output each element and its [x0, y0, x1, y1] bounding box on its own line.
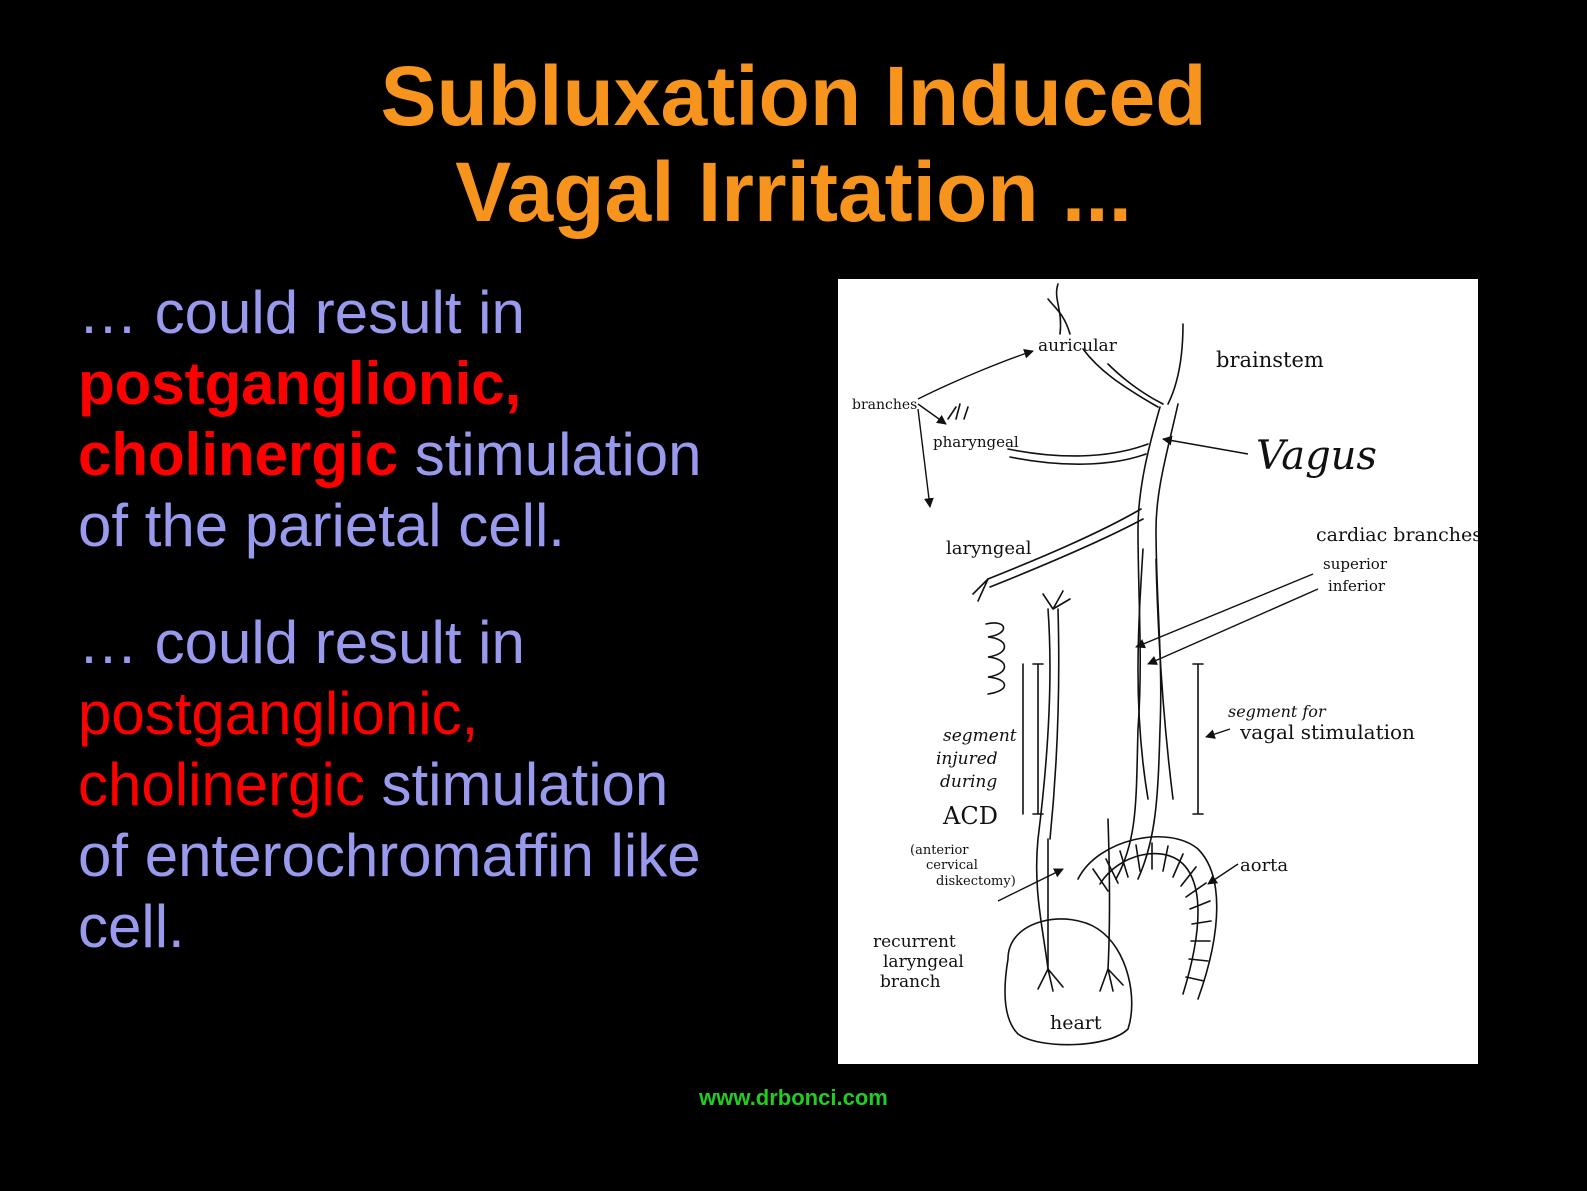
label-pharyngeal: pharyngeal [933, 433, 1019, 451]
slide-title-line-2: Vagal Irritation ... [455, 145, 1132, 239]
para1-cholinergic: cholinergic [78, 421, 399, 488]
label-vagus: Vagus [1256, 433, 1377, 479]
label-branches: branches [852, 397, 917, 413]
para1-line-2: postganglionic, [78, 350, 522, 417]
label-acd: ACD [942, 802, 998, 830]
label-acd-anterior: (anterior [910, 843, 969, 858]
vagus-nerve-diagram: auricular brainstem branches pharyngeal … [838, 279, 1478, 1064]
label-segment-for: segment for [1228, 702, 1327, 721]
slide-title-line-1: Subluxation Induced [380, 49, 1207, 143]
label-segment-injured-2: injured [936, 749, 998, 769]
label-cardiac-branches: cardiac branches [1316, 524, 1478, 546]
para2-line-4: of enterochromaffin like [78, 822, 701, 889]
label-segment-injured-1: segment [943, 726, 1017, 746]
para1-line-1: … could result in [78, 279, 525, 346]
label-recurrent-branch: branch [880, 972, 941, 992]
para1-line-3: cholinergic stimulation [78, 419, 798, 490]
para2-line-1: … could result in [78, 609, 525, 676]
slide-title: Subluxation Induced Vagal Irritation ... [0, 48, 1587, 240]
para2-line-5: cell. [78, 893, 185, 960]
para2-stimulation: stimulation [364, 751, 669, 818]
label-brainstem: brainstem [1216, 348, 1324, 372]
paragraph-enterochromaffin-cell: … could result in postganglionic, cholin… [78, 607, 798, 962]
label-acd-cervical: cervical [926, 858, 978, 873]
vagus-nerve-drawing: auricular brainstem branches pharyngeal … [852, 283, 1478, 1046]
paragraph-parietal-cell: … could result in postganglionic, cholin… [78, 277, 798, 561]
para1-line-4: of the parietal cell. [78, 492, 565, 559]
para2-cholinergic: cholinergic [78, 751, 365, 818]
label-vagal-stimulation: vagal stimulation [1239, 720, 1415, 744]
label-heart: heart [1050, 1012, 1102, 1034]
label-auricular: auricular [1038, 336, 1118, 356]
label-aorta: aorta [1240, 855, 1288, 876]
label-segment-injured-3: during [940, 772, 997, 792]
label-recurrent: recurrent [873, 932, 956, 952]
label-laryngeal: laryngeal [946, 538, 1032, 559]
footer-website-url: www.drbonci.com [699, 1085, 888, 1110]
label-superior: superior [1323, 555, 1388, 573]
para2-line-2: postganglionic, [78, 680, 479, 747]
label-recurrent-laryngeal: laryngeal [883, 952, 964, 972]
label-inferior: inferior [1328, 577, 1386, 595]
label-acd-diskectomy: diskectomy) [936, 874, 1016, 889]
para2-line-3: cholinergic stimulation [78, 749, 798, 820]
para1-stimulation: stimulation [398, 421, 702, 488]
